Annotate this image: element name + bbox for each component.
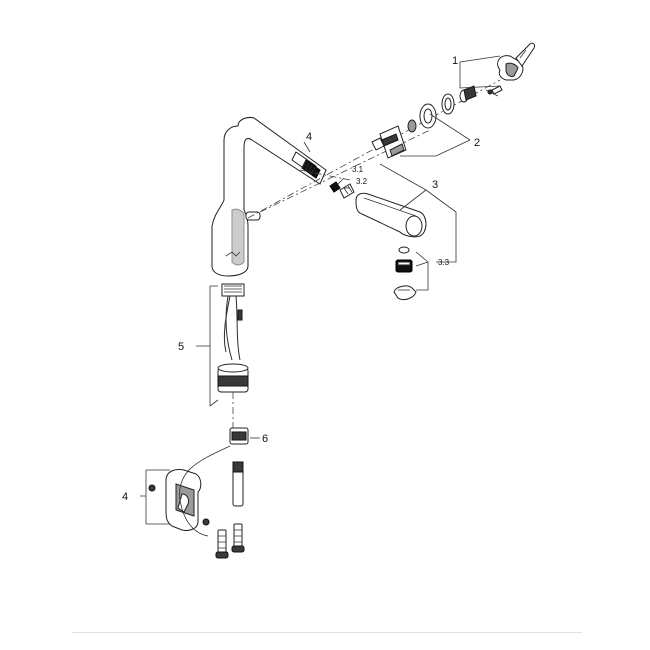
leader-1 — [459, 55, 501, 97]
cartridge — [371, 125, 407, 159]
spray-head — [355, 192, 427, 238]
assembly-axis-3 — [299, 169, 351, 181]
bracket-screw-bottom — [202, 518, 210, 526]
mounting-bracket — [165, 469, 202, 531]
check-valve — [329, 181, 341, 193]
leader-3-3 — [415, 251, 429, 291]
leader-5 — [196, 285, 219, 407]
callout-2: 2 — [474, 137, 480, 149]
aerator-key — [393, 285, 417, 301]
leader-2 — [400, 113, 471, 157]
assembly-axis-2 — [259, 129, 431, 213]
assembly-axis-1 — [247, 79, 501, 219]
leader-4-top — [303, 141, 311, 153]
callout-3-1: 3.1 — [352, 165, 364, 174]
callout-1: 1 — [452, 55, 458, 67]
callout-4-bottom: 4 — [122, 491, 128, 503]
cartridge-ring — [407, 119, 417, 133]
leader-3 — [379, 163, 457, 263]
callout-3-3: 3.3 — [438, 258, 450, 267]
cartridge-sleeve — [459, 85, 477, 103]
leader-4-bottom — [140, 469, 170, 525]
handle-lever — [497, 42, 535, 81]
callout-3: 3 — [432, 179, 438, 191]
hose-weight — [232, 461, 244, 507]
hose-connector — [229, 427, 249, 445]
callout-5: 5 — [178, 341, 184, 353]
retaining-nut — [419, 103, 437, 129]
set-screw — [487, 85, 503, 95]
pull-out-hose — [217, 283, 249, 393]
bracket-screw-top — [148, 484, 156, 492]
aerator — [395, 259, 413, 273]
mounting-screws — [215, 523, 245, 559]
aerator-ring — [398, 246, 410, 254]
cartridge-cap — [441, 93, 455, 115]
adapter — [339, 183, 355, 199]
hose-loop — [179, 445, 231, 537]
callout-4-top: 4 — [306, 131, 312, 143]
callout-6: 6 — [262, 433, 268, 445]
leader-3-1 — [337, 177, 345, 185]
callout-3-2: 3.2 — [356, 177, 368, 186]
footer-divider — [72, 632, 582, 633]
